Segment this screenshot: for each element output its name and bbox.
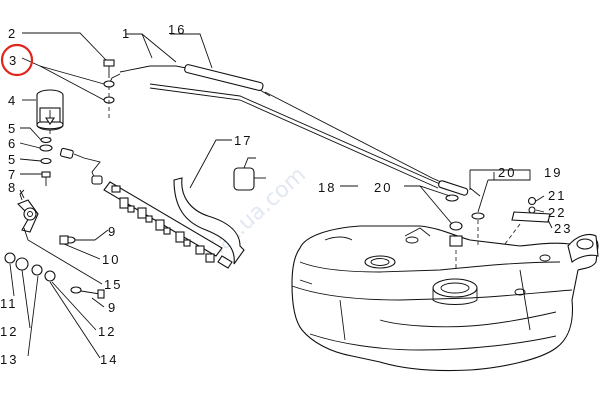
injector-1 — [119, 197, 135, 213]
callout-6: 6 — [8, 136, 17, 151]
callout-12-left: 12 — [0, 324, 18, 339]
callout-20-left: 20 — [374, 180, 392, 195]
callout-11: 11 — [0, 296, 18, 311]
callout-19: 19 — [544, 165, 562, 180]
callout-2: 2 — [8, 26, 17, 41]
callout-7: 7 — [8, 167, 17, 182]
callout-10: 10 — [102, 252, 120, 267]
callout-3: 3 — [9, 53, 18, 68]
callout-1: 1 — [122, 26, 131, 41]
fuel-filter-4 — [36, 89, 64, 140]
callout-21: 21 — [548, 188, 566, 203]
callout-8: 8 — [8, 180, 17, 195]
tank-fittings — [445, 194, 551, 268]
callout-4: 4 — [8, 93, 17, 108]
washer-10 — [59, 235, 69, 245]
callout-13: 13 — [0, 352, 18, 367]
callout-23: 23 — [554, 221, 572, 236]
fuel-line-fitting — [59, 147, 103, 185]
seal-kit — [4, 252, 56, 282]
callout-5-upper: 5 — [8, 121, 17, 136]
callout-20-right: 20 — [498, 165, 516, 180]
screw-9-lower — [70, 286, 105, 299]
return-hose-17 — [173, 177, 245, 269]
washer-3 — [103, 80, 115, 118]
callout-17: 17 — [234, 133, 252, 148]
callout-15: 15 — [104, 277, 122, 292]
callout-22: 22 — [548, 205, 566, 220]
bolt-2 — [103, 59, 115, 78]
injector-4 — [175, 231, 191, 247]
callout-14: 14 — [100, 352, 118, 367]
bracket-8 — [17, 189, 39, 233]
callout-18: 18 — [318, 180, 336, 195]
fuel-line-16 — [107, 64, 481, 197]
callout-12-right: 12 — [98, 324, 116, 339]
fuel-tank — [291, 225, 599, 372]
injector-3 — [155, 219, 171, 235]
fuel-rail — [103, 181, 223, 263]
injector-2 — [137, 207, 153, 223]
callout-9-lower: 9 — [108, 300, 117, 315]
pressure-regulator — [233, 157, 266, 191]
callout-9-upper: 9 — [108, 224, 117, 239]
callout-16: 16 — [168, 22, 186, 37]
callout-5-lower: 5 — [8, 152, 17, 167]
